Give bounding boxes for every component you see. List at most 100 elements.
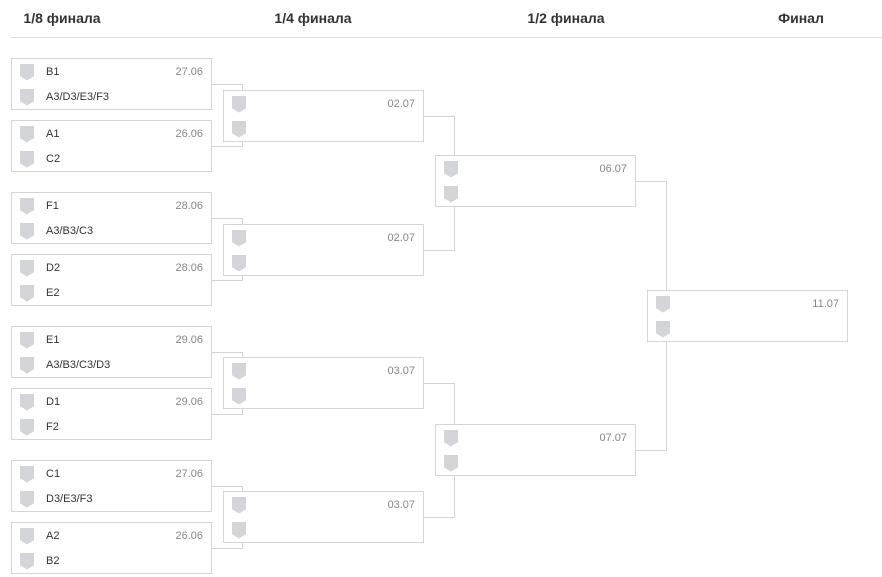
bracket-connector — [636, 450, 666, 451]
bracket-connector — [212, 84, 242, 85]
team-row — [232, 520, 258, 540]
team-shield-icon — [20, 63, 34, 81]
bracket-connector — [424, 116, 454, 117]
bracket-connector — [212, 414, 242, 415]
team-shield-icon — [232, 120, 246, 138]
semifinal-match[interactable]: 07.07 — [435, 424, 636, 476]
team-shield-icon — [20, 418, 34, 436]
team-row — [232, 228, 258, 248]
team-name: C2 — [46, 153, 61, 165]
bracket-connector — [424, 517, 454, 518]
team-name: A1 — [46, 128, 60, 140]
team-shield-icon — [444, 160, 458, 178]
team-row — [232, 495, 258, 515]
match-date: 11.07 — [812, 298, 839, 310]
match-date: 02.07 — [387, 98, 415, 110]
team-shield-icon — [20, 88, 34, 106]
team-shield-icon — [232, 521, 246, 539]
round-header-final: Финал — [778, 10, 824, 26]
team-row — [232, 361, 258, 381]
team-row: D2 — [20, 258, 60, 278]
team-row: A3/B3/C3/D3 — [20, 355, 110, 375]
team-row: F2 — [20, 417, 59, 437]
team-shield-icon — [20, 150, 34, 168]
bracket-connector — [636, 181, 666, 182]
team-row — [444, 184, 470, 204]
round-of-16-match[interactable]: A1 C2 26.06 — [11, 120, 212, 172]
match-date: 29.06 — [175, 396, 203, 408]
quarterfinal-match[interactable]: 03.07 — [223, 491, 424, 543]
match-date: 06.07 — [599, 163, 627, 175]
team-shield-icon — [232, 496, 246, 514]
team-shield-icon — [444, 429, 458, 447]
bracket-connector — [212, 218, 242, 219]
round-header-semifinal: 1/2 финала — [527, 10, 605, 26]
team-name: F1 — [46, 200, 59, 212]
team-shield-icon — [20, 393, 34, 411]
team-row: A2 — [20, 526, 59, 546]
team-row — [656, 319, 682, 339]
team-name: B1 — [46, 66, 60, 78]
team-row: A3/B3/C3 — [20, 221, 93, 241]
match-date: 03.07 — [387, 499, 415, 511]
team-shield-icon — [20, 527, 34, 545]
bracket-connector — [212, 352, 242, 353]
team-shield-icon — [232, 229, 246, 247]
team-row: D3/E3/F3 — [20, 489, 92, 509]
match-date: 26.06 — [175, 128, 203, 140]
semifinal-match[interactable]: 06.07 — [435, 155, 636, 207]
team-shield-icon — [232, 387, 246, 405]
team-row — [656, 294, 682, 314]
team-shield-icon — [444, 185, 458, 203]
team-shield-icon — [20, 125, 34, 143]
round-of-16-match[interactable]: F1 A3/B3/C3 28.06 — [11, 192, 212, 244]
team-name: D2 — [46, 262, 61, 274]
team-shield-icon — [232, 95, 246, 113]
quarterfinal-match[interactable]: 02.07 — [223, 90, 424, 142]
match-date: 29.06 — [175, 334, 203, 346]
team-row — [444, 428, 470, 448]
match-date: 27.06 — [175, 66, 203, 78]
team-row — [444, 453, 470, 473]
team-shield-icon — [232, 254, 246, 272]
team-name: D3/E3/F3 — [46, 493, 93, 505]
bracket-connector — [212, 548, 242, 549]
quarterfinal-match[interactable]: 02.07 — [223, 224, 424, 276]
bracket-connector — [424, 383, 454, 384]
team-row: A3/D3/E3/F3 — [20, 87, 109, 107]
team-row: B2 — [20, 551, 59, 571]
team-row: C2 — [20, 149, 60, 169]
quarterfinal-match[interactable]: 03.07 — [223, 357, 424, 409]
match-date: 02.07 — [387, 232, 415, 244]
team-shield-icon — [656, 295, 670, 313]
team-row — [232, 94, 258, 114]
bracket-connector — [212, 280, 242, 281]
match-date: 27.06 — [175, 468, 203, 480]
team-shield-icon — [20, 284, 34, 302]
team-row — [232, 119, 258, 139]
team-name: B2 — [46, 555, 60, 567]
team-row — [232, 386, 258, 406]
team-shield-icon — [656, 320, 670, 338]
team-name: A3/B3/C3/D3 — [46, 359, 111, 371]
team-shield-icon — [20, 331, 34, 349]
team-name: E2 — [46, 287, 60, 299]
bracket-connector — [212, 146, 242, 147]
team-row: B1 — [20, 62, 59, 82]
team-shield-icon — [20, 197, 34, 215]
round-of-16-match[interactable]: B1 A3/D3/E3/F3 27.06 — [11, 58, 212, 110]
team-name: F2 — [46, 421, 59, 433]
team-shield-icon — [20, 259, 34, 277]
team-row: E2 — [20, 283, 59, 303]
team-shield-icon — [444, 454, 458, 472]
team-row: A1 — [20, 124, 59, 144]
match-date: 28.06 — [175, 200, 203, 212]
team-shield-icon — [232, 362, 246, 380]
team-shield-icon — [20, 222, 34, 240]
final-match[interactable]: 11.07 — [647, 290, 848, 342]
